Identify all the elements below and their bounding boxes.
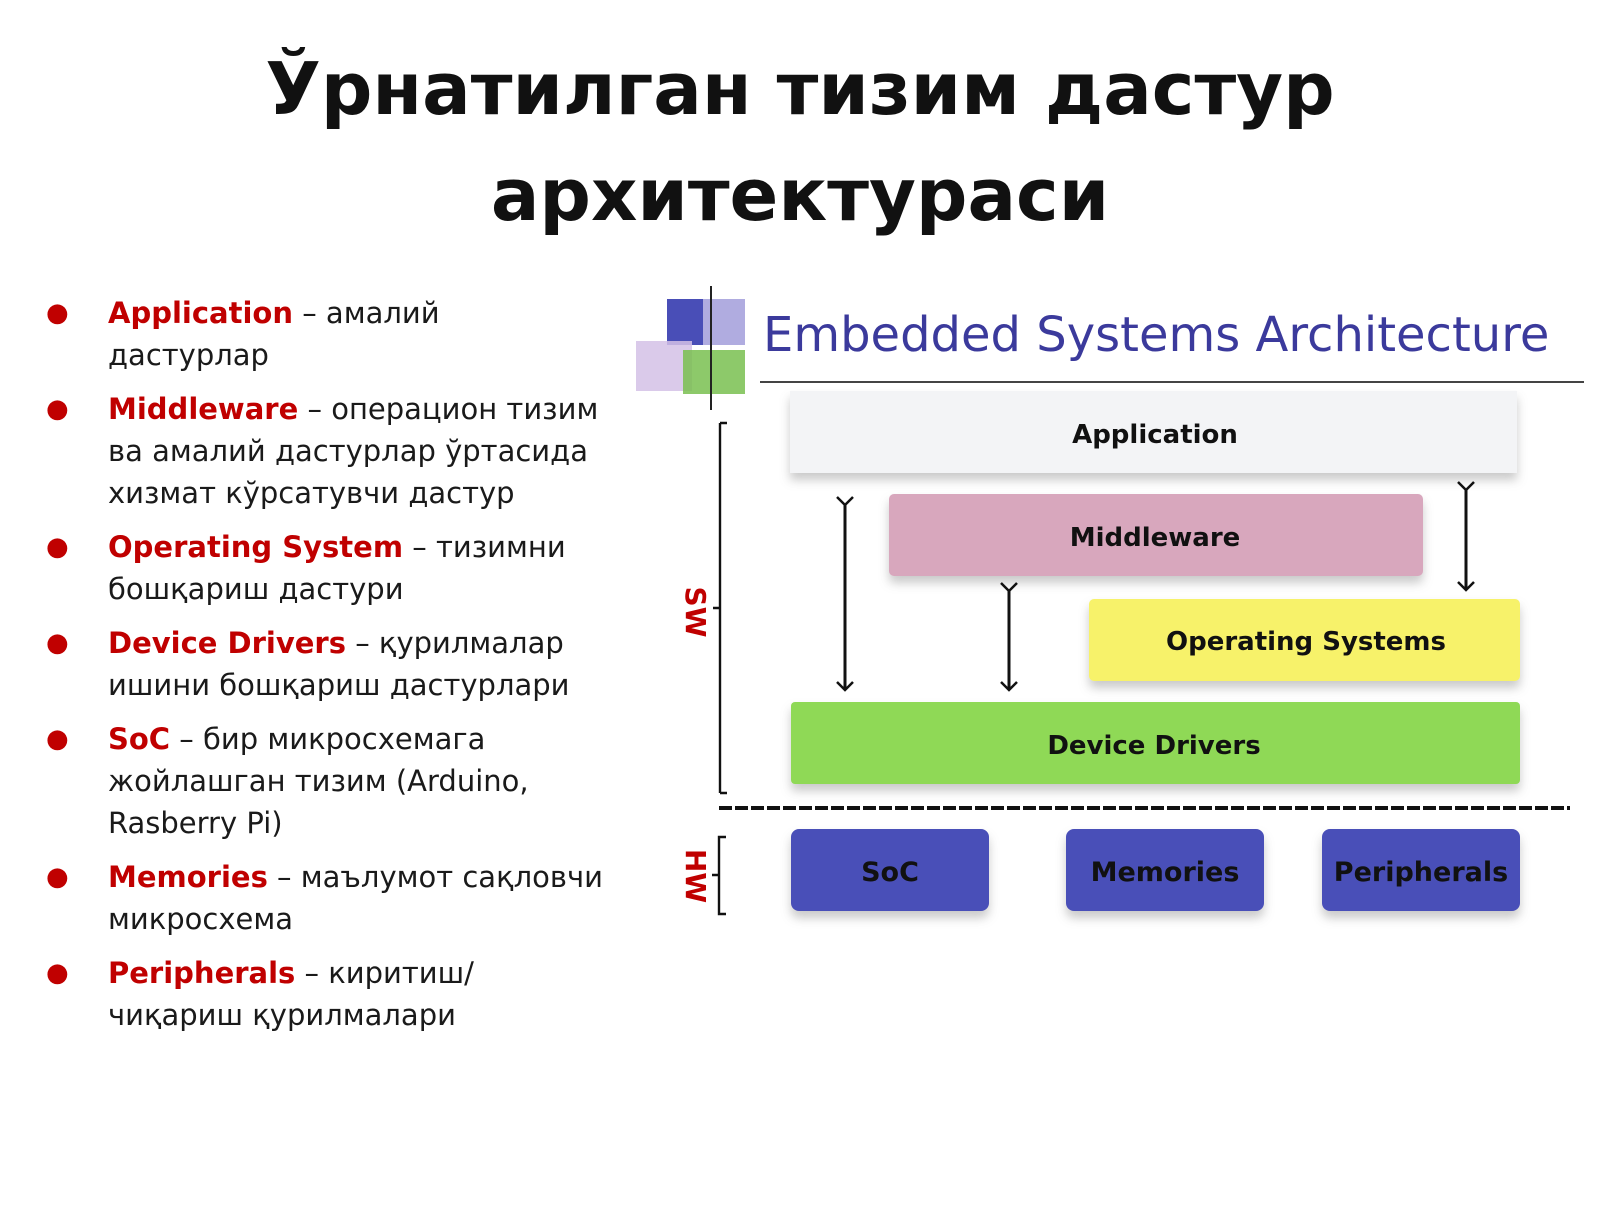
bullet-description: – маълумот сақловчи микросхема: [108, 860, 603, 936]
peripherals-label: Peripherals: [1334, 857, 1508, 888]
peripherals-box: [1322, 829, 1520, 911]
hardware-bracket: [712, 835, 726, 916]
list-item: ● Middleware – операцион тизим ва амалий…: [46, 388, 606, 514]
memories-label: Memories: [1091, 857, 1240, 888]
definition-list: ● Application – амалий дастурлар ● Middl…: [46, 292, 606, 1048]
device-drivers-layer: Device Drivers: [791, 702, 1520, 784]
hardware-soc: SoC: [791, 829, 989, 911]
layer-arrows: [836, 481, 1475, 692]
bullet-description: – операцион тизим ва амалий дастурлар ўр…: [108, 392, 599, 510]
middleware-layer-label: Middleware: [1070, 523, 1241, 553]
hardware-memories: Memories: [1066, 829, 1264, 911]
bullet-icon: ●: [46, 724, 69, 754]
bullet-term: SoC: [108, 722, 171, 756]
bullet-icon: ●: [46, 298, 69, 328]
bullet-description: – қурилмалар ишини бошқариш дастурлари: [108, 626, 570, 702]
slide-title-line-2: архитектураси: [490, 153, 1110, 237]
logo-square-green: [683, 350, 745, 394]
bullet-icon: ●: [46, 862, 69, 892]
bullet-icon: ●: [46, 532, 69, 562]
bullet-icon: ●: [46, 628, 69, 658]
list-item: ● Memories – маълумот сақловчи микросхем…: [46, 856, 606, 940]
hardware-peripherals: Peripherals: [1322, 829, 1520, 911]
hw-label: HW: [679, 849, 712, 903]
bullet-term: Memories: [108, 860, 268, 894]
bullet-description: – тизимни бошқариш дастури: [108, 530, 566, 606]
bullet-description: – амалий дастурлар: [108, 296, 440, 372]
application-layer-label: Application: [1072, 420, 1238, 450]
bullet-term: Device Drivers: [108, 626, 346, 660]
soc-box: [791, 829, 989, 911]
list-item: ● Operating System – тизимни бошқариш да…: [46, 526, 606, 610]
slide-title-line-1: Ўрнатилган тизим дастур: [265, 47, 1335, 131]
logo-square-blue: [667, 299, 703, 345]
logo-square-lilac: [636, 341, 692, 391]
bullet-icon: ●: [46, 958, 69, 988]
operating-systems-layer-label: Operating Systems: [1166, 627, 1446, 657]
bullet-term: Peripherals: [108, 956, 296, 990]
device-drivers-layer-box: [791, 702, 1520, 784]
logo-square-lavender: [703, 299, 745, 345]
bullet-term: Operating System: [108, 530, 404, 564]
bullet-description: – бир микросхемага жойлашган тизим (Ardu…: [108, 722, 529, 840]
operating-systems-layer-box: [1089, 599, 1520, 681]
list-item: ● Application – амалий дастурлар: [46, 292, 606, 376]
middleware-layer: Middleware: [889, 494, 1423, 576]
application-layer-box: [790, 391, 1517, 473]
bullet-description: – киритиш/чиқариш қурилмалари: [108, 956, 474, 1032]
memories-box: [1066, 829, 1264, 911]
list-item: ● SoC – бир микросхемага жойлашган тизим…: [46, 718, 606, 844]
soc-label: SoC: [861, 857, 919, 888]
bullet-term: Application: [108, 296, 293, 330]
middleware-layer-box: [889, 494, 1423, 576]
list-item: ● Device Drivers – қурилмалар ишини бошқ…: [46, 622, 606, 706]
bullet-term: Middleware: [108, 392, 299, 426]
slide-title: Ўрнатилган тизим дастур архитектураси: [100, 36, 1500, 248]
operating-systems-layer: Operating Systems: [1089, 599, 1520, 681]
diagram-logo-squares: [636, 286, 745, 410]
software-bracket: [713, 421, 727, 795]
bullet-icon: ●: [46, 394, 69, 424]
list-item: ● Peripherals – киритиш/чиқариш қурилмал…: [46, 952, 606, 1036]
sw-label: SW: [679, 586, 712, 637]
device-drivers-layer-label: Device Drivers: [1047, 731, 1260, 761]
application-layer: Application: [790, 391, 1517, 473]
diagram-title: Embedded Systems Architecture: [763, 307, 1549, 363]
